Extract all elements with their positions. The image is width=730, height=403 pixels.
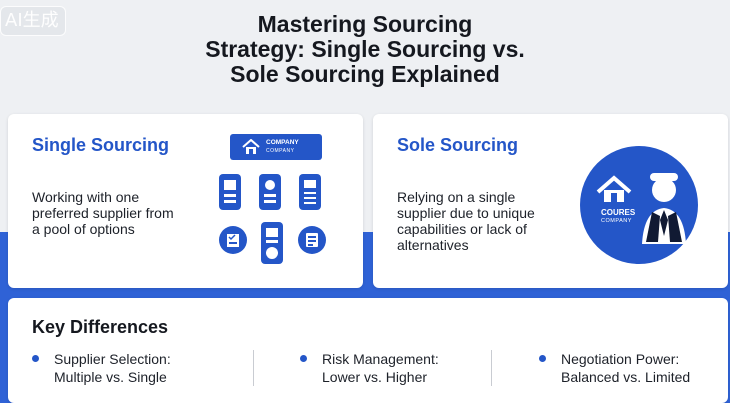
key-difference-item: Negotiation Power: Balanced vs. Limited	[539, 350, 690, 386]
single-sourcing-heading: Single Sourcing	[32, 135, 170, 155]
bullet-dot	[539, 355, 546, 362]
supplier-document-icon	[219, 174, 241, 210]
key-difference-item: Supplier Selection: Multiple vs. Single	[32, 350, 171, 386]
sole-sourcing-heading: Sole Sourcing	[397, 135, 519, 155]
supplier-checklist-icon	[219, 226, 247, 254]
logo-text-bottom: COMPANY	[266, 148, 295, 154]
difference-title: Risk Management:	[322, 351, 439, 367]
logo-text-top: COMPANY	[266, 139, 299, 146]
sole-sourcing-card: Sole Sourcing Relying on a single suppli…	[373, 114, 728, 288]
title-line-2: Strategy: Single Sourcing vs.	[205, 36, 525, 62]
badge-text-bottom: COMPANY	[601, 218, 632, 224]
difference-detail: Lower vs. Higher	[322, 369, 428, 385]
supplier-notes-icon	[298, 226, 326, 254]
house-icon	[242, 139, 260, 154]
company-logo: COMPANY COMPANY	[230, 134, 322, 160]
key-differences-card: Key Differences Supplier Selection: Mult…	[8, 298, 728, 403]
sole-supplier-icon	[580, 146, 698, 264]
difference-title: Negotiation Power:	[561, 351, 680, 367]
supplier-contract-icon	[261, 222, 283, 264]
supplier-list-icon	[299, 174, 321, 210]
divider	[253, 350, 254, 386]
divider	[491, 350, 492, 386]
difference-detail: Balanced vs. Limited	[561, 369, 691, 385]
difference-title: Supplier Selection:	[54, 351, 171, 367]
single-sourcing-description: Working with one preferred supplier from…	[32, 189, 174, 237]
badge-text-top: COURES	[601, 208, 636, 217]
bullet-dot	[300, 355, 307, 362]
ai-generated-watermark: AI生成	[0, 6, 66, 36]
supplier-profile-icon	[259, 174, 281, 210]
page-title: Mastering Sourcing Strategy: Single Sour…	[165, 12, 565, 87]
key-difference-item: Risk Management: Lower vs. Higher	[300, 350, 439, 386]
single-sourcing-card: Single Sourcing Working with one preferr…	[8, 114, 363, 288]
title-line-3: Sole Sourcing Explained	[230, 61, 500, 87]
bullet-dot	[32, 355, 39, 362]
sole-sourcing-description: Relying on a single supplier due to uniq…	[397, 189, 535, 253]
title-line-1: Mastering Sourcing	[257, 11, 473, 37]
difference-detail: Multiple vs. Single	[54, 369, 167, 385]
key-differences-heading: Key Differences	[32, 317, 169, 337]
